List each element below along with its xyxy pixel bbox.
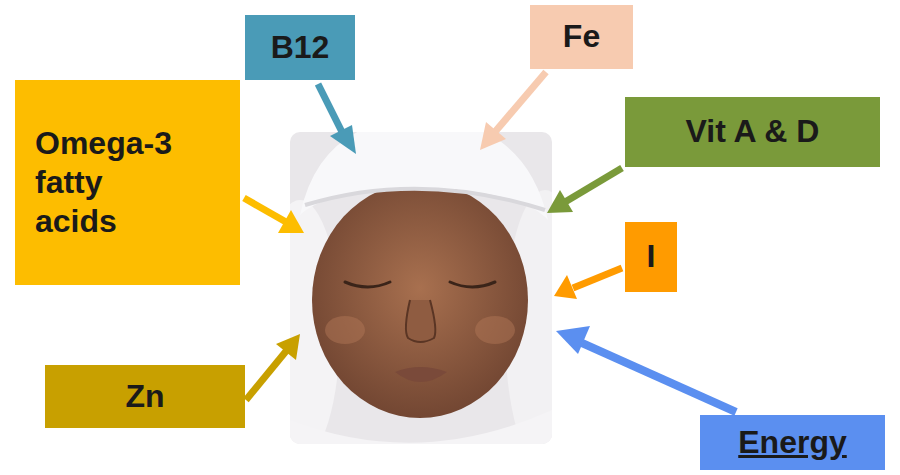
nutrient-label: Energy: [738, 423, 846, 462]
nutrient-box: Vit A & D: [625, 97, 880, 167]
nutrient-box: I: [625, 222, 677, 292]
nutrient-label: Zn: [125, 377, 164, 416]
nutrient-box: Fe: [530, 5, 633, 69]
nutrient-label: Vit A & D: [686, 112, 820, 151]
nutrient-box: Omega-3 fatty acids: [15, 80, 240, 285]
nutrient-box: Zn: [45, 365, 245, 428]
baby-photo: [290, 132, 552, 444]
nutrient-label: Fe: [563, 17, 600, 56]
nutrient-label: I: [647, 237, 656, 276]
nutrient-label: Omega-3 fatty acids: [35, 124, 185, 241]
nutrient-box: B12: [245, 15, 355, 80]
nutrient-label: B12: [271, 28, 330, 67]
nutrient-box: Energy: [700, 415, 885, 470]
